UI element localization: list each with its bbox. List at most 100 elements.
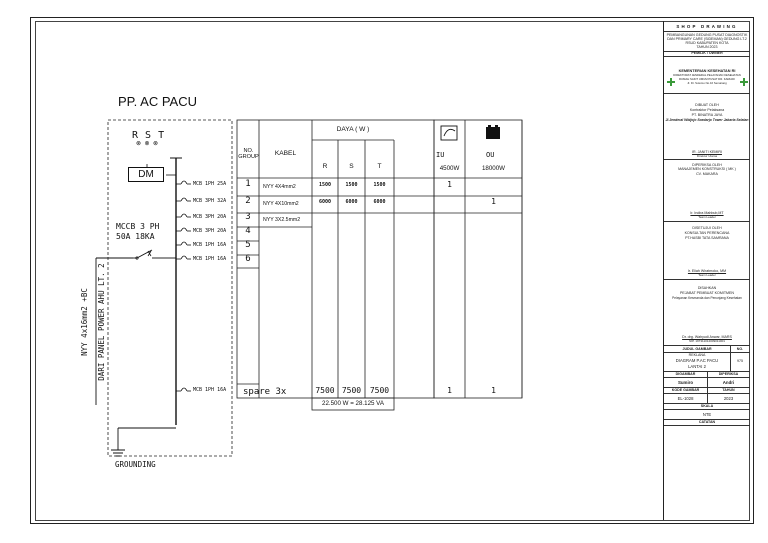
iu-count: 1	[447, 180, 452, 189]
contractor-signatory: IR. JANITI KEMIRI	[692, 150, 722, 154]
drawing-code: EL-1028	[677, 396, 694, 401]
ministry-logo-icon	[667, 73, 675, 86]
checked-by-label: DIPERIKSA OLEH	[692, 163, 722, 167]
project-line-2: DAN PRIMARY CARE (SIDEMAN) GEDUNG LT.2	[667, 37, 747, 41]
owner-name: KEMENTERIAN KESEHATAN RI	[678, 69, 736, 73]
mccb-label-2: 50A 18KA	[116, 232, 155, 241]
indoor-unit-icon	[440, 125, 458, 141]
cable-type: NYY 3X2.5mm2	[263, 217, 301, 223]
mk-signatory-role: Team Leader	[698, 215, 716, 219]
spare-iu: 1	[447, 386, 452, 395]
sheet-no-label: NO.	[736, 347, 744, 351]
ou-count: 1	[491, 197, 496, 206]
group-number: 2	[245, 196, 251, 206]
spare-t: 7500	[369, 386, 390, 395]
panel-title: PP. AC PACU	[118, 94, 197, 109]
notes-label: CATATAN	[698, 420, 716, 424]
scale-value: NTE	[702, 412, 712, 417]
ppk-signatory: Dr. drg. Wahyudi Anwar, MARS	[682, 335, 732, 339]
ou-power: 18000W	[481, 165, 506, 172]
grounding-symbol	[111, 449, 125, 457]
scale-label: SKALA	[700, 404, 714, 408]
feeder-label-2: DARI PANEL POWER AHU LT. 2	[97, 263, 106, 381]
cable-type: NYY 4X10mm2	[263, 201, 299, 207]
drawing-title-1: REKLANA	[688, 353, 706, 357]
ou-label: OU	[486, 151, 495, 159]
spare-s: 7500	[341, 386, 362, 395]
spare-breaker-label: MCB 1PH 16A	[193, 387, 227, 393]
branch-breaker-symbol	[176, 241, 191, 246]
drawing-title-2: DIAGRAM P.AC PACU	[675, 358, 719, 363]
branch-breaker-symbol	[176, 213, 191, 218]
owner-detail-1: DIREKTORAT JENDERAL PELAYANAN KESEHATAN	[673, 73, 741, 77]
contractor-role: Kontraktor Pelaksana	[689, 108, 725, 112]
owner-detail-2: RUMAH SAKIT UMUM PUSAT DR. KARIADI	[679, 77, 735, 81]
sheet-no: 975	[737, 359, 743, 363]
phase-labels: R S T	[132, 130, 165, 141]
branch-breaker-label: MCB 3PH 20A	[193, 214, 227, 220]
drawing-title-label: JUDUL GAMBAR	[682, 347, 712, 351]
owner-detail-3: Jl. Dr. Sutomo No.16 Semarang	[687, 81, 727, 85]
checked2-label: DIPERIKSA	[718, 372, 739, 376]
branch-breaker-label: MCB 1PH 16A	[193, 242, 227, 248]
ppk-org: Pelayanan Kesmanda dan Penunjang Kesehat…	[672, 296, 742, 300]
group-number: 5	[245, 240, 251, 250]
project-line-1: PEMBANGUNAN GEDUNG PUSAT DIAGNOSTIK	[666, 33, 748, 37]
digital-meter: DM	[128, 167, 164, 182]
sheet-border	[30, 17, 754, 524]
group-number: 6	[245, 254, 251, 264]
approved-label: DISAHKAN	[697, 286, 717, 290]
branch-breaker-symbol	[176, 197, 191, 202]
grounding-label: GROUNDING	[115, 460, 156, 469]
drawing-frame	[35, 21, 750, 521]
group-number: 1	[245, 179, 251, 189]
consultant-signatory-role: Team Leader	[698, 273, 716, 277]
load-t: 6000	[373, 199, 386, 205]
branch-breaker-label: MCB 1PH 25A	[193, 181, 227, 187]
ppk-nip: NIP. 197311012009011001	[689, 339, 725, 343]
load-r: 1500	[318, 182, 332, 188]
spare-label: spare 3x	[243, 387, 287, 397]
col-daya: DAYA ( W )	[336, 126, 370, 133]
mk-name: CV. MAKARA	[696, 172, 718, 176]
cable-type: NYY 4X4mm2	[263, 184, 296, 190]
group-number: 4	[245, 226, 251, 236]
consultant-label: DISETUJUI OLEH	[692, 226, 722, 230]
made-by-label: DIBUAT OLEH	[695, 103, 719, 107]
drawing-year: 2023	[723, 396, 734, 401]
feeder-label-1: NYY 4x16mm2 +BC	[80, 288, 89, 356]
mccb-label-1: MCCB 3 PH	[116, 222, 160, 231]
branch-breaker-label: MCB 1PH 16A	[193, 256, 227, 262]
branch-breaker-symbol	[176, 180, 191, 185]
ppk-label: PEJABAT PEMBUAT KOMITMEN	[679, 291, 735, 295]
consultant-role: KONSULTAN PERENCANA	[684, 231, 730, 235]
branch-breaker-symbol	[176, 387, 191, 392]
contractor-signatory-role: Direktur Utama	[696, 154, 718, 158]
col-no-group: NO. GROUP	[238, 148, 259, 161]
year-label: TAHUN	[722, 388, 735, 392]
iu-power: 4500W	[439, 165, 460, 172]
load-s: 1500	[345, 182, 358, 188]
mk-signatory: Ir. Indira Mahbub,MT	[690, 211, 724, 215]
col-kabel: KABEL	[274, 150, 297, 157]
load-schedule-grid	[236, 119, 523, 411]
spare-r: 7500	[315, 386, 335, 395]
hospital-logo-icon	[740, 73, 748, 86]
project-line-3: RSUD KABUPATEN KOTA	[685, 41, 729, 45]
outdoor-unit-icon	[486, 125, 500, 139]
checked-by: Andri	[722, 380, 735, 385]
title-block: SHOP DRAWING PEMBANGUNAN GEDUNG PUSAT DI…	[663, 21, 750, 520]
branch-breaker-label: MCB 3PH 32A	[193, 198, 227, 204]
panel-boundary	[107, 119, 233, 457]
code-label: KODE GAMBAR	[671, 388, 700, 392]
branch-breaker-label: MCB 3PH 20A	[193, 228, 227, 234]
mccb-symbol	[133, 249, 160, 260]
project-line-4: TAHUN 2023	[696, 45, 718, 49]
branch-breaker-symbol	[176, 255, 191, 260]
mk-label: MANAJEMEN KONSTRUKSI ( MK )	[678, 167, 736, 171]
drawn-label: DIGAMBAR	[675, 372, 696, 376]
drawn-by: Sumiro	[677, 380, 694, 385]
col-s: S	[349, 163, 354, 170]
drawing-title-3: LANTAI 2	[688, 364, 706, 369]
